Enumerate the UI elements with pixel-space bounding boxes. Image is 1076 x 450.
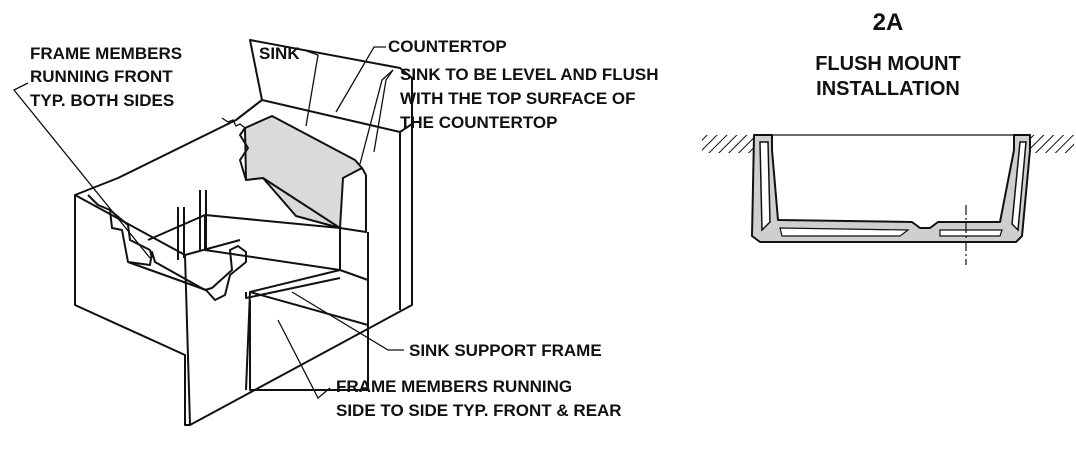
flush-mount-section	[702, 134, 1074, 265]
countertop-hatch-left	[702, 135, 754, 153]
leader-lines	[12, 46, 404, 400]
figure-title-line1: FLUSH MOUNT	[815, 53, 961, 75]
label-level-line3: THE COUNTERTOP	[400, 113, 557, 132]
sink-leader	[303, 49, 319, 127]
label-level-line1: SINK TO BE LEVEL AND FLUSH	[400, 65, 659, 84]
label-side-frame-line1: FRAME MEMBERS RUNNING	[336, 377, 572, 396]
label-sink: SINK	[259, 44, 300, 63]
sink-basin	[244, 115, 363, 229]
label-side-frame-line2: SIDE TO SIDE TYP. FRONT & REAR	[336, 401, 622, 420]
countertop-hatch-right	[1030, 135, 1074, 153]
label-frame-front-line2: RUNNING FRONT	[30, 67, 173, 86]
support-frame-leader	[291, 291, 404, 351]
side-frame-leader	[277, 319, 331, 400]
frame-front-leader	[12, 82, 151, 259]
label-countertop: COUNTERTOP	[388, 37, 507, 56]
figure-id: 2A	[873, 9, 904, 36]
label-sink-support-frame: SINK SUPPORT FRAME	[409, 341, 602, 360]
countertop-leader	[335, 46, 386, 113]
sink-cross-section	[751, 134, 1031, 243]
label-level-line2: WITH THE TOP SURFACE OF	[400, 89, 636, 108]
figure-title-line2: INSTALLATION	[816, 78, 960, 100]
label-frame-front-line1: FRAME MEMBERS	[30, 44, 182, 63]
level-leader-2	[373, 69, 394, 153]
cabinet-drawing	[74, 39, 413, 426]
level-leader-1	[359, 69, 394, 165]
label-frame-front-line3: TYP. BOTH SIDES	[30, 91, 174, 110]
